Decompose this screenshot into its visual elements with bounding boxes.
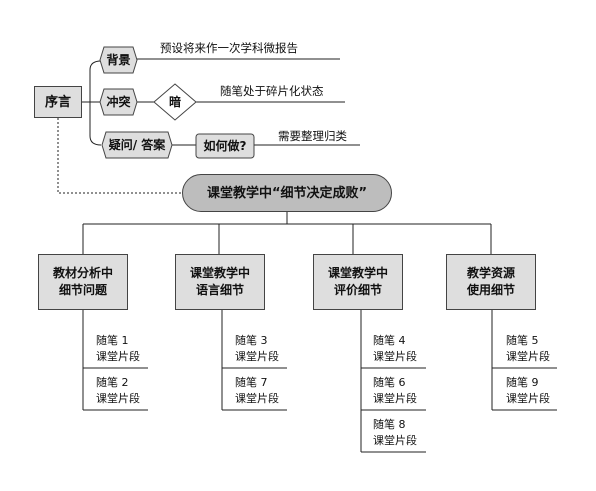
note-item: 随笔 2 课堂片段 <box>96 375 140 407</box>
note-title: 随笔 6 <box>373 376 406 389</box>
conflict-tag: 冲突 <box>100 89 137 115</box>
note-subtitle: 课堂片段 <box>373 350 417 363</box>
background-tag-label: 背景 <box>106 52 131 67</box>
conflict-text: 随笔处于碎片化状态 <box>220 84 324 98</box>
background-tag: 背景 <box>100 47 137 73</box>
category-line2: 使用细节 <box>466 283 515 297</box>
note-item: 随笔 9 课堂片段 <box>506 375 550 407</box>
note-title: 随笔 1 <box>96 334 129 347</box>
note-item: 随笔 6 课堂片段 <box>373 375 417 407</box>
question-text: 需要整理归类 <box>278 129 347 143</box>
note-item: 随笔 7 课堂片段 <box>235 375 279 407</box>
category-line2: 语言细节 <box>195 283 244 297</box>
note-item: 随笔 1 课堂片段 <box>96 333 140 365</box>
category-box: 教材分析中 细节问题 <box>38 254 128 310</box>
note-title: 随笔 2 <box>96 376 129 389</box>
category-line1: 教学资源 <box>466 266 515 280</box>
note-title: 随笔 9 <box>506 376 539 389</box>
category-line1: 课堂教学中 <box>327 266 388 280</box>
note-title: 随笔 5 <box>506 334 539 347</box>
category-line2: 评价细节 <box>333 283 382 297</box>
note-title: 随笔 3 <box>235 334 268 347</box>
note-title: 随笔 8 <box>373 418 406 431</box>
category-box: 课堂教学中 评价细节 <box>313 254 403 310</box>
background-tag-shape <box>99 46 138 74</box>
main-topic-label: 课堂教学中“细节决定成败” <box>206 185 368 201</box>
note-subtitle: 课堂片段 <box>373 434 417 447</box>
how-box-shape <box>195 133 255 159</box>
background-text: 预设将来作一次学科微报告 <box>160 41 298 55</box>
note-subtitle: 课堂片段 <box>235 392 279 405</box>
how-box-label: 如何做? <box>203 138 247 153</box>
question-tag-shape <box>101 131 173 159</box>
note-subtitle: 课堂片段 <box>506 350 550 363</box>
question-tag-label: 疑问/ 答案 <box>108 137 166 152</box>
preface-box: 序言 <box>34 86 82 118</box>
how-box: 如何做? <box>196 134 254 158</box>
conflict-tag-shape <box>99 88 138 116</box>
category-box: 教学资源 使用细节 <box>446 254 536 310</box>
note-subtitle: 课堂片段 <box>96 350 140 363</box>
category-line1: 课堂教学中 <box>189 266 250 280</box>
note-subtitle: 课堂片段 <box>373 392 417 405</box>
category-line2: 细节问题 <box>58 283 107 297</box>
conflict-diamond-shape <box>153 83 197 121</box>
note-item: 随笔 3 课堂片段 <box>235 333 279 365</box>
category-box: 课堂教学中 语言细节 <box>175 254 265 310</box>
note-item: 随笔 5 课堂片段 <box>506 333 550 365</box>
main-topic: 课堂教学中“细节决定成败” <box>182 174 392 212</box>
question-tag: 疑问/ 答案 <box>102 132 172 158</box>
note-subtitle: 课堂片段 <box>96 392 140 405</box>
note-item: 随笔 8 课堂片段 <box>373 417 417 449</box>
note-title: 随笔 4 <box>373 334 406 347</box>
note-subtitle: 课堂片段 <box>506 392 550 405</box>
category-line1: 教材分析中 <box>52 266 113 280</box>
note-title: 随笔 7 <box>235 376 268 389</box>
preface-label: 序言 <box>44 94 71 110</box>
note-subtitle: 课堂片段 <box>235 350 279 363</box>
conflict-diamond: 暗 <box>154 84 196 120</box>
note-item: 随笔 4 课堂片段 <box>373 333 417 365</box>
conflict-tag-label: 冲突 <box>106 94 131 109</box>
conflict-diamond-label: 暗 <box>168 94 181 109</box>
